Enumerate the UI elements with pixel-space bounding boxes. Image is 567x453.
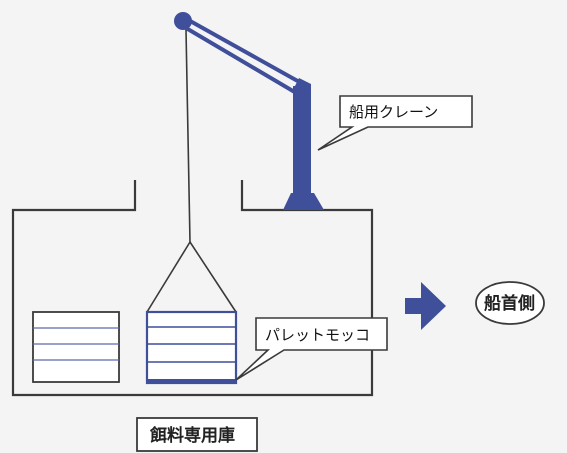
crane-boom-tip: [174, 12, 192, 30]
pallet-base: [147, 379, 236, 384]
storeroom-label-box: [136, 417, 258, 452]
crane-callout-label: 船用クレーン: [349, 103, 438, 121]
crane-base: [283, 193, 324, 210]
sling-right: [189, 241, 237, 313]
pallet-callout-label: パレットモッコ: [265, 326, 370, 344]
crane-callout-bubble: [317, 95, 473, 151]
crane-boom-upper: [182, 15, 304, 86]
bow-ellipse: [475, 281, 545, 325]
pallet-load: [145, 310, 238, 385]
storeroom-left-wall: [11, 180, 374, 397]
stored-stack-box: [32, 311, 120, 383]
hoist-rope: [185, 29, 191, 243]
crane: [174, 12, 324, 243]
bow-arrow-icon: [405, 282, 446, 330]
pallet-box: [145, 310, 238, 385]
pallet-callout-bubble: [235, 317, 388, 381]
storeroom-label: 餌料専用庫: [136, 417, 258, 452]
stored-stack: [32, 311, 120, 383]
storeroom-outline: [11, 180, 374, 397]
pallet-sling: [146, 241, 237, 313]
crane-callout: 船用クレーン: [317, 95, 473, 151]
crane-mast: [293, 86, 311, 194]
pallet-callout: パレットモッコ: [235, 317, 388, 381]
bow-text: 船首側: [484, 293, 535, 314]
crane-boom-lower: [184, 26, 300, 96]
bow-label: 船首側: [475, 281, 545, 325]
sling-left: [146, 241, 191, 313]
storeroom-label-text: 餌料専用庫: [149, 425, 235, 446]
